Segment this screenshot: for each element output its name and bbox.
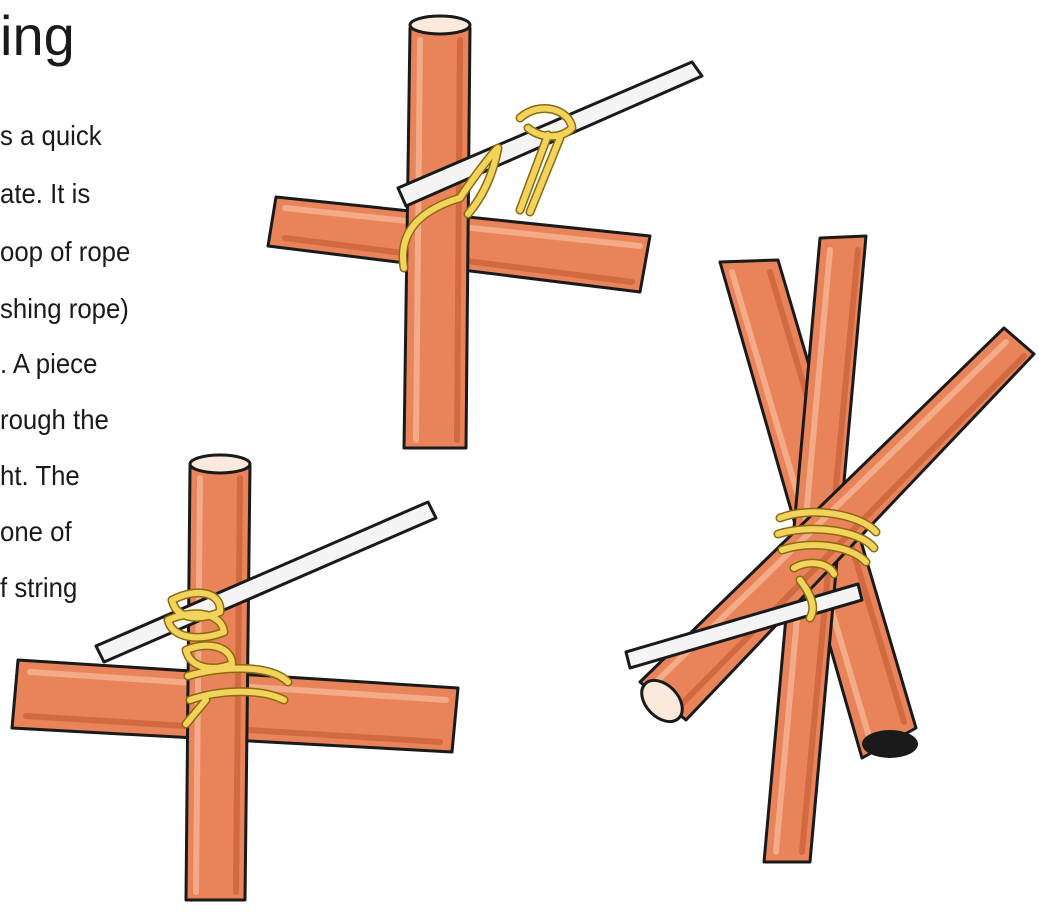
scissor-lashing-illustration bbox=[626, 236, 1034, 862]
square-cross-lashing-tightened-illustration bbox=[12, 455, 458, 900]
square-cross-lashing-start-illustration bbox=[268, 16, 702, 448]
